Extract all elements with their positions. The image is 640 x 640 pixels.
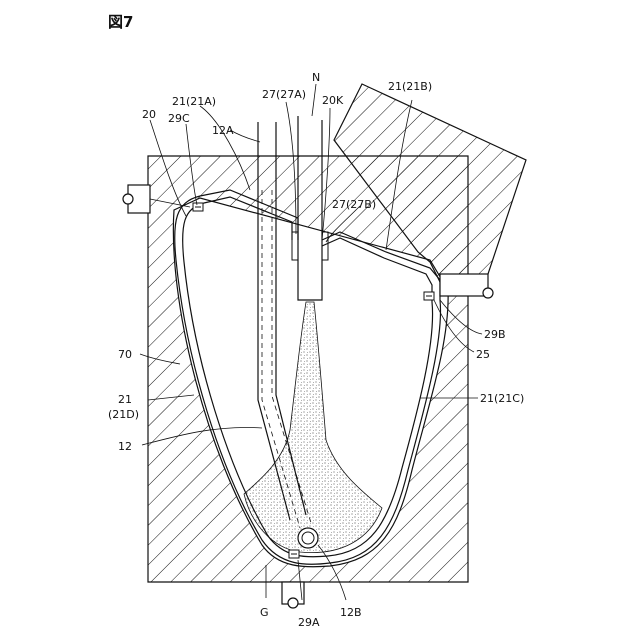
label-21c: 21(21C) <box>480 392 524 405</box>
label-12: 12 <box>118 440 132 453</box>
label-21: 21 <box>118 393 132 406</box>
label-n: N <box>312 71 320 84</box>
label-29b: 29B <box>484 328 506 341</box>
label-20k: 20K <box>322 94 344 107</box>
label-12a: 12A <box>212 124 234 137</box>
clamp-29c <box>193 203 203 211</box>
tube-12b <box>298 528 318 548</box>
label-29c: 29C <box>168 112 190 125</box>
clamp-29a <box>289 550 299 558</box>
right-pivot <box>440 274 493 298</box>
label-20: 20 <box>142 108 156 121</box>
label-25: 25 <box>476 348 490 361</box>
label-12b: 12B <box>340 606 362 619</box>
label-27a: 27(27A) <box>262 88 306 101</box>
label-70: 70 <box>118 348 132 361</box>
label-27b: 27(27B) <box>332 198 376 211</box>
label-21d: (21D) <box>108 408 139 421</box>
label-29a: 29A <box>298 616 320 629</box>
label-21b: 21(21B) <box>388 80 432 93</box>
label-21a: 21(21A) <box>172 95 216 108</box>
seal-27a <box>292 232 298 260</box>
figure-title: 図7 <box>108 13 133 31</box>
clamp-29b <box>424 292 434 300</box>
label-g: G <box>260 606 269 619</box>
